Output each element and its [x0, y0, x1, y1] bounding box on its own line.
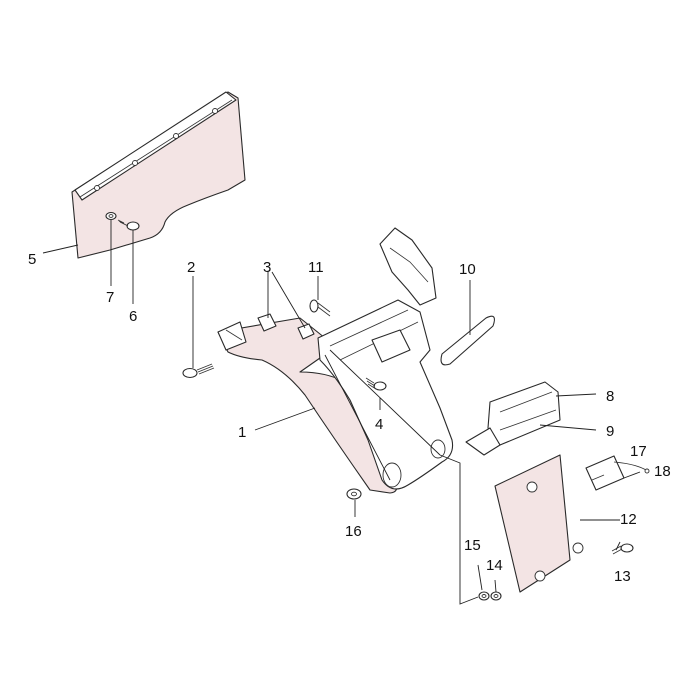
part-18-wire	[613, 461, 650, 474]
callout-3: 3	[263, 259, 271, 276]
part-10-lens	[440, 315, 495, 366]
callout-6: 6	[129, 308, 137, 325]
callout-18: 18	[654, 463, 671, 480]
part-8-light-housing	[487, 381, 561, 446]
callout-10: 10	[459, 261, 476, 278]
part-14-washer	[490, 591, 502, 601]
callout-2: 2	[187, 259, 195, 276]
callout-1: 1	[238, 424, 246, 441]
callout-12: 12	[620, 511, 637, 528]
part-1-rear-bracket	[217, 227, 454, 494]
leader-lines	[42, 220, 641, 605]
part-17-tag	[585, 455, 625, 491]
part-16-nut	[346, 488, 362, 500]
part-7-washer	[105, 211, 117, 221]
callout-14: 14	[486, 557, 503, 574]
part-3-clip	[257, 313, 315, 340]
part-15-washer	[478, 591, 490, 601]
part-12-plate-bracket	[494, 454, 584, 593]
callout-7: 7	[106, 289, 114, 306]
callout-8: 8	[606, 388, 614, 405]
part-9-light-base	[465, 427, 501, 456]
part-2-screw	[182, 363, 215, 379]
callout-16: 16	[345, 523, 362, 540]
part-11-screw	[309, 299, 331, 317]
callout-5: 5	[28, 251, 36, 268]
callout-13: 13	[614, 568, 631, 585]
callout-9: 9	[606, 423, 614, 440]
callout-17: 17	[630, 443, 647, 460]
callout-4: 4	[375, 416, 383, 433]
part-4-screw	[365, 377, 387, 391]
callout-11: 11	[308, 259, 324, 276]
callout-15: 15	[464, 537, 481, 554]
part-5-mudflap	[71, 91, 246, 259]
part-13-screw	[611, 543, 634, 555]
